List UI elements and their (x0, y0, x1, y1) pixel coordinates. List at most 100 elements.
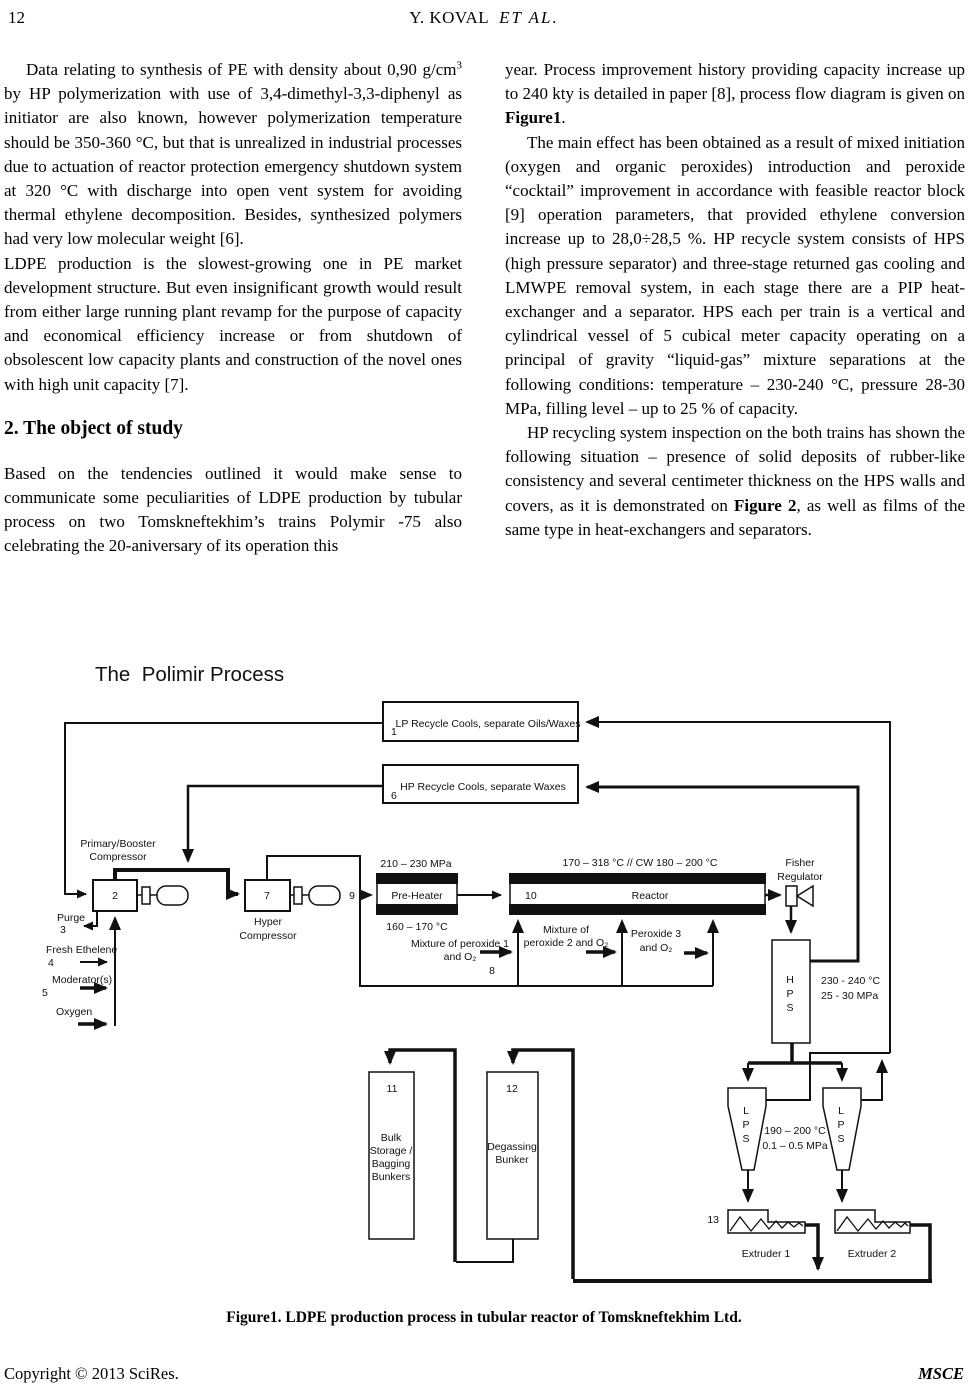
pipe-primary-to-hyper (113, 868, 240, 900)
label-moderators: Moderator(s) (52, 974, 112, 986)
label-mixture1-line2: and O₂ (444, 951, 477, 963)
label-hps-p: P (786, 988, 793, 1000)
box-bulk-storage (368, 1071, 415, 1240)
diagram-equipment (92, 701, 911, 1240)
label-hps-h: H (786, 974, 794, 986)
extruder-1-screw (729, 1215, 804, 1233)
p1-superscript: 3 (456, 59, 463, 72)
p6-pre: HP recycling system inspection on the bo… (505, 423, 965, 515)
label-lps2-l: L (838, 1105, 844, 1117)
lps-vessel-1 (727, 1087, 767, 1171)
lps-vessel-2 (822, 1087, 862, 1171)
running-title-authors: Y. KOVAL (409, 8, 490, 27)
diagram-lines (64, 716, 932, 1283)
label-purge-number: 3 (60, 924, 66, 936)
label-box1-number: 1 (391, 726, 397, 738)
label-box11-number: 11 (387, 1083, 398, 1095)
pipe-to-degassing (507, 1048, 575, 1279)
paragraph-ldpe-production: LDPE production is the slowest-growing o… (4, 253, 462, 394)
label-lps2-s: S (837, 1133, 844, 1145)
paragraph-object-of-study: Based on the tendencies outlined it woul… (4, 463, 462, 556)
label-extruder-1: Extruder 1 (742, 1248, 791, 1260)
journal-abbreviation: MSCE (918, 1364, 964, 1383)
label-mixture1-line1: Mixture of peroxide 1 (411, 938, 509, 950)
pipe-purge (83, 911, 98, 931)
label-lps2-p: P (837, 1119, 844, 1131)
label-degassing-2: Bunker (495, 1154, 529, 1166)
label-peroxide3-line2: and O₂ (640, 942, 673, 954)
box-hyper-compressor (244, 879, 291, 912)
label-mixture2-line1: Mixture of (543, 924, 589, 936)
label-box12-number: 12 (506, 1083, 518, 1095)
label-hps-temp: 230 - 240 °C (821, 975, 880, 987)
pipe-lps-left-gas (766, 1052, 890, 1101)
figure-caption: Figure1. LDPE production process in tubu… (226, 1309, 742, 1326)
label-preheater-temp: 160 – 170 °C (386, 921, 448, 933)
label-lps1-l: L (743, 1105, 749, 1117)
label-box2-number: 2 (112, 890, 118, 902)
paragraph-main-effect: The main effect has been obtained as a r… (505, 132, 965, 418)
label-lps-temp: 190 – 200 °C (764, 1125, 826, 1137)
label-lps1-s: S (742, 1133, 749, 1145)
p1-pre: Data relating to synthesis of PE with de… (26, 60, 457, 79)
label-hyper-1: Hyper (254, 916, 283, 928)
box-degassing-bunker (486, 1071, 539, 1240)
running-title-etal: ET AL. (499, 8, 559, 27)
fisher-regulator-valve (785, 884, 814, 908)
label-hps-s: S (786, 1002, 793, 1014)
reactor-vessel (509, 873, 766, 915)
label-preheater: Pre-Heater (391, 890, 443, 902)
label-fisher-2: Regulator (777, 871, 823, 883)
label-degassing-1: Degassing (487, 1141, 537, 1153)
paragraph-hp-inspection: HP recycling system inspection on the bo… (505, 421, 965, 542)
diagram-labels: The Polimir Process 1 LP Recycle Cools, … (42, 663, 896, 1260)
extruder-1-shape (727, 1209, 806, 1234)
label-primary-compressor-1: Primary/Booster (80, 838, 156, 850)
label-fresh-number: 4 (48, 957, 54, 969)
label-preheater-pressure: 210 – 230 MPa (380, 858, 451, 870)
label-mixture1-number: 8 (489, 965, 495, 977)
right-column: year. Process improvement history provid… (505, 58, 965, 542)
label-moderators-number: 5 (42, 987, 48, 999)
p4-post: . (561, 108, 566, 128)
label-peroxide3-line1: Peroxide 3 (631, 928, 681, 940)
label-lps1-p: P (742, 1119, 749, 1131)
label-extruder-2: Extruder 2 (848, 1248, 897, 1260)
running-title: Y. KOVAL ET AL. (0, 8, 968, 28)
label-hyper-2: Compressor (239, 930, 297, 942)
label-primary-compressor-2: Compressor (89, 851, 147, 863)
label-bulk-2: Storage / (370, 1145, 413, 1157)
label-fresh-ethylene: Fresh Ethelene (46, 944, 117, 956)
pipe-extruder2-out (910, 1223, 932, 1279)
paragraph-pe-synthesis: Data relating to synthesis of PE with de… (4, 58, 462, 252)
extruder-2-screw (836, 1215, 909, 1233)
pipe-degassing-bottom (456, 1239, 514, 1263)
diagram-title: The Polimir Process (95, 663, 284, 686)
hps-vessel (771, 939, 811, 1044)
pipe-lps-right-gas (861, 1059, 888, 1101)
p6-post: , as well as films of the same type in h… (505, 495, 965, 539)
label-line9-number: 9 (349, 890, 355, 902)
motor-primary (137, 885, 189, 906)
pipe-hyper-discharge (266, 855, 713, 987)
box-lp-recycle (382, 701, 579, 742)
label-reactor-temp: 170 – 318 °C // CW 180 – 200 °C (563, 857, 718, 869)
section-heading: 2. The object of study (4, 417, 183, 439)
p1-post: by HP polymerization with use of 3,4-dim… (4, 84, 462, 249)
pipe-lp-recycle-to-primary (64, 722, 383, 899)
p4-pre: year. Process improvement history provid… (505, 60, 965, 104)
label-purge: Purge (57, 912, 85, 924)
pipe-hps-to-hp-recycle (585, 781, 860, 963)
pipe-to-bagging (384, 1048, 457, 1262)
label-reactor: Reactor (632, 890, 669, 902)
label-hps-pressure: 25 - 30 MPa (821, 990, 878, 1002)
preheater-vessel (376, 873, 458, 915)
figure1-reference: Figure1 (505, 108, 562, 128)
pipe-extruder1-out (805, 1223, 824, 1271)
label-box6: HP Recycle Cools, separate Waxes (400, 781, 566, 793)
label-lps-pressure: 0.1 – 0.5 MPa (762, 1140, 828, 1152)
left-column: Data relating to synthesis of PE with de… (4, 58, 462, 559)
